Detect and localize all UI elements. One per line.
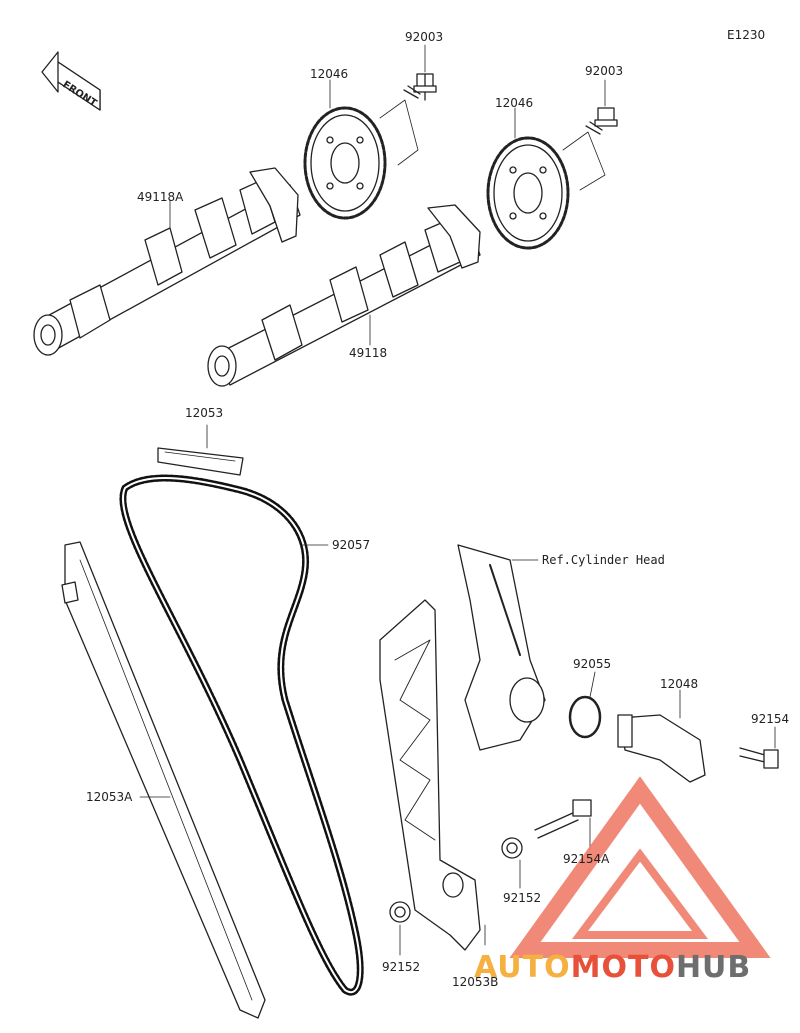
bolt-left-shape bbox=[403, 73, 437, 101]
diagram-code: E1230 bbox=[727, 28, 766, 42]
part-label-sprocket-right[interactable]: 12046 bbox=[495, 96, 534, 110]
guide-top-shape bbox=[157, 447, 244, 476]
part-label-bolt-pivot[interactable]: 92154A bbox=[563, 852, 610, 866]
sprocket-left-shape bbox=[303, 106, 387, 220]
watermark-logo-icon bbox=[509, 776, 771, 958]
oring-shape bbox=[568, 695, 602, 739]
part-label-camshaft[interactable]: 49118 bbox=[349, 346, 388, 360]
part-label-sprocket-left[interactable]: 12046 bbox=[310, 67, 349, 81]
part-label-guide-b[interactable]: 12053B bbox=[452, 975, 499, 989]
part-label-bolt-left[interactable]: 92003 bbox=[405, 30, 444, 44]
part-label-camshaft-a[interactable]: 49118A bbox=[137, 190, 184, 204]
front-arrow-icon bbox=[41, 51, 101, 111]
watermark-auto: AUTO bbox=[474, 950, 571, 985]
guide-b-shape bbox=[379, 599, 481, 951]
watermark-hub: HUB bbox=[675, 950, 752, 985]
sprocket-right-shape bbox=[486, 136, 570, 250]
part-label-bolt-right[interactable]: 92003 bbox=[585, 64, 624, 78]
part-label-bolt-tensioner[interactable]: 92154 bbox=[751, 712, 790, 726]
guide-a-shape bbox=[61, 541, 266, 1019]
collar-left-shape bbox=[389, 901, 411, 923]
part-label-chain[interactable]: 92057 bbox=[332, 538, 371, 552]
watermark-moto: MOTO bbox=[570, 950, 676, 985]
bolt-right-shape bbox=[585, 107, 618, 135]
part-label-oring[interactable]: 92055 bbox=[573, 657, 612, 671]
part-label-guide-top[interactable]: 12053 bbox=[185, 406, 224, 420]
part-label-guide-a[interactable]: 12053A bbox=[86, 790, 133, 804]
collar-right-shape bbox=[501, 837, 523, 859]
part-label-collar-right[interactable]: 92152 bbox=[503, 891, 542, 905]
timing-chain-shape bbox=[119, 474, 364, 996]
watermark: AUTOMOTOHUB bbox=[470, 920, 800, 990]
camshaft-shape bbox=[207, 204, 481, 387]
bolt-tensioner-shape bbox=[739, 747, 779, 769]
tensioner-shape bbox=[617, 714, 706, 783]
ref-label-cylinder-head[interactable]: Ref.Cylinder Head bbox=[542, 553, 665, 567]
part-label-collar-left[interactable]: 92152 bbox=[382, 960, 421, 974]
bolt-pivot-shape bbox=[534, 799, 592, 839]
camshaft-a-shape bbox=[33, 167, 301, 356]
cylinder-head-ref-shape bbox=[457, 544, 546, 751]
part-label-tensioner[interactable]: 12048 bbox=[660, 677, 699, 691]
